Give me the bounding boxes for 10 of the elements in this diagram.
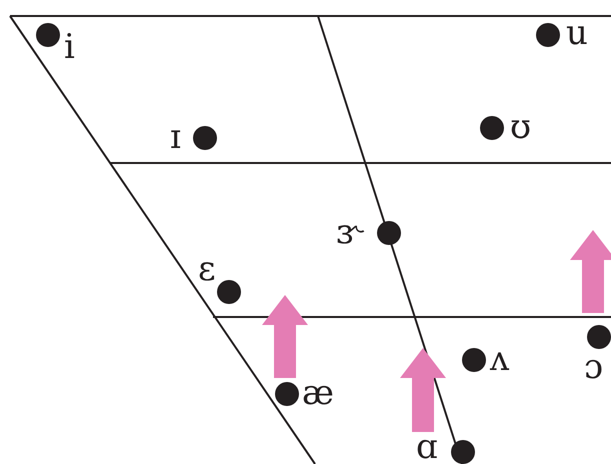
vowel-symbol: ɪ — [170, 120, 181, 154]
vowel-symbol: u — [566, 16, 588, 50]
vowel-symbol: ɛ — [198, 252, 216, 286]
vowel-symbol: ɑ — [416, 430, 438, 464]
vowel-symbol: ʊ — [510, 110, 532, 144]
vowel-symbol: æ — [302, 376, 334, 410]
vowel-symbol: ɝ — [336, 215, 362, 249]
vowel-symbol: ɔ — [584, 350, 604, 384]
vowel-symbol: i — [64, 30, 75, 64]
vowel-symbol: ʌ — [490, 342, 510, 376]
